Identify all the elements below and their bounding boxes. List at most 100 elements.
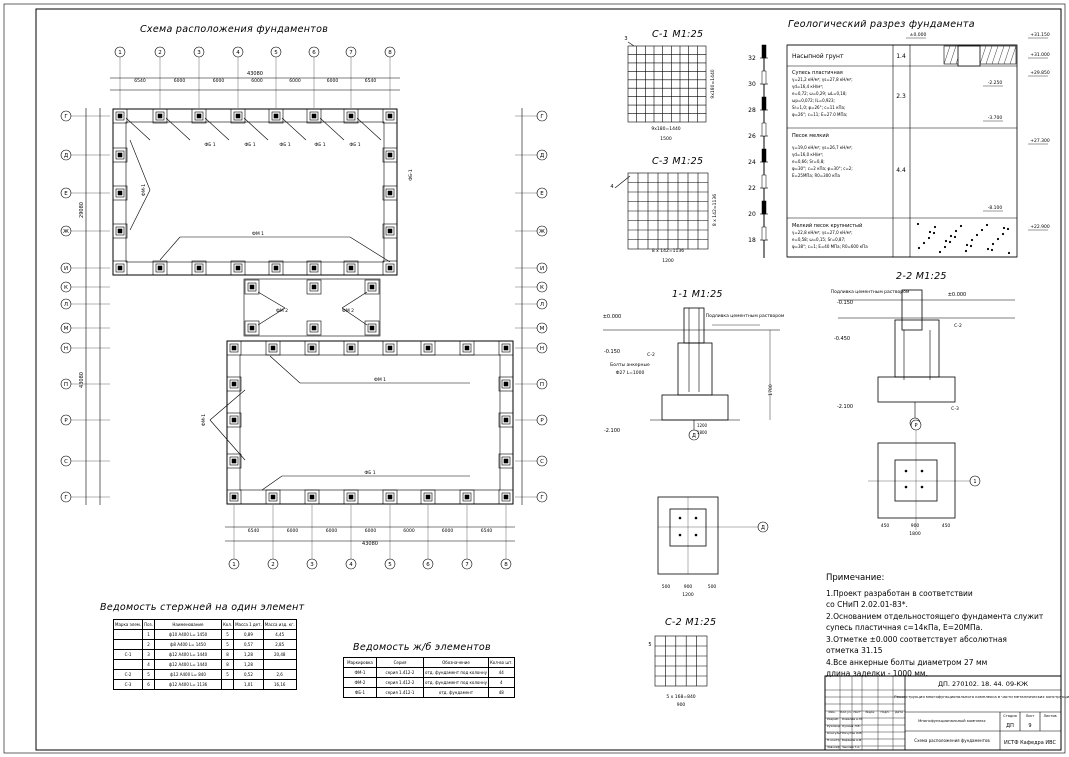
right-axis-bubble-label: Н bbox=[540, 346, 544, 352]
footing-fm1-under bbox=[268, 343, 278, 353]
rebar-cell: 5 bbox=[220, 639, 235, 650]
geo-sand-dot bbox=[916, 222, 920, 226]
footing-fm1-col bbox=[117, 113, 123, 119]
footing-fm1-col bbox=[425, 494, 431, 500]
left-axis-bubble-label: С bbox=[64, 459, 68, 465]
footing-fm2-col bbox=[311, 284, 317, 290]
mesh-c1-title: С-1 М1:25 bbox=[652, 29, 704, 40]
rebar-cell: ф12 А400 L= 1440 bbox=[153, 649, 222, 660]
stamp-role: Зав.каф. bbox=[827, 745, 841, 749]
mesh-c3-dim-bottom: 8 x 142=1136 bbox=[652, 248, 684, 254]
right-axis-bubble-label: Ж bbox=[539, 229, 545, 235]
leader-fb1 bbox=[281, 117, 307, 141]
dim-bottom-span: 6000 bbox=[442, 528, 454, 534]
note-line: длина заделки - 1000 мм. bbox=[826, 669, 928, 678]
geo-sand-dot bbox=[954, 229, 958, 233]
rebar-cell: ф8 А400 L= 1450 bbox=[153, 639, 222, 650]
footing-fm1 bbox=[343, 489, 359, 505]
rebar-table: Марка элем. Поз. Наименование Кол. Масса… bbox=[112, 619, 297, 690]
footing-fm1 bbox=[498, 489, 514, 505]
mesh-c2-dim-total: 900 bbox=[677, 702, 686, 708]
top-axis-bubble-label: 4 bbox=[236, 50, 240, 56]
section-2-2-title: 2-2 М1:25 bbox=[896, 271, 947, 282]
sec11-axis-bubble bbox=[688, 429, 700, 441]
stamp-frame bbox=[824, 675, 1062, 751]
geo-layer-name: Супесь пластичная bbox=[792, 70, 843, 76]
leader-fm2 bbox=[257, 307, 286, 326]
footing-fm1-under bbox=[385, 188, 395, 198]
rebar-cell: 6 bbox=[142, 679, 155, 690]
geo-sand-dot bbox=[928, 230, 932, 234]
rc-cell: отд. фундамент bbox=[423, 687, 489, 698]
footing-fm1-under bbox=[155, 111, 165, 121]
rebar-cell: С-1 bbox=[112, 649, 144, 660]
dim-bottom-total: 43080 bbox=[362, 541, 378, 547]
lower-building-outline bbox=[226, 340, 514, 505]
sec22-pedestal bbox=[894, 319, 940, 378]
footing-fm1 bbox=[226, 412, 242, 428]
note-line: 3.Отметке ±0.000 соответствует абсолютна… bbox=[826, 634, 1007, 644]
note-line: отметка 31.15 bbox=[826, 646, 883, 655]
stamp-sheet: 9 bbox=[1028, 723, 1031, 729]
footing-fm2-under bbox=[367, 323, 377, 333]
footing-fm1-under bbox=[229, 343, 239, 353]
rebar-col-name: Наименование bbox=[153, 619, 222, 630]
geo-sand-dot bbox=[970, 238, 974, 242]
rebar-cell bbox=[220, 679, 235, 690]
leader-fm1-left bbox=[209, 419, 246, 461]
footing-fm1 bbox=[382, 185, 398, 201]
footing-fm1-under bbox=[385, 263, 395, 273]
leader-fb1 bbox=[243, 117, 269, 141]
footing-fm1 bbox=[112, 147, 128, 163]
geo-elev-mark: +31.150 bbox=[1030, 32, 1050, 38]
footing-fm1 bbox=[306, 108, 322, 124]
rc-cell: ФМ-1 bbox=[343, 667, 377, 678]
rebar-cell: ф12 А400 L= 1440 bbox=[153, 659, 222, 670]
footing-fm1-under bbox=[233, 263, 243, 273]
stamp-stage-col: Лист bbox=[1026, 714, 1035, 718]
bottom-axis-bubble-label: 7 bbox=[465, 562, 469, 568]
geo-scale-seg bbox=[761, 122, 767, 137]
footing-fm2-under bbox=[309, 282, 319, 292]
dim-top-span: 6000 bbox=[174, 78, 186, 84]
footing-fm1-col bbox=[157, 113, 163, 119]
mesh-c3-title: С-3 М1:25 bbox=[652, 156, 704, 167]
footing-fm1-under bbox=[501, 415, 511, 425]
geo-scale-label: 24 bbox=[748, 159, 756, 166]
leader-fm1-left bbox=[209, 389, 246, 421]
top-axis-bubble-label: 8 bbox=[388, 50, 392, 56]
pview-b-bolt bbox=[694, 516, 698, 520]
stamp-name: Ковалёв А.М. bbox=[842, 717, 863, 721]
rebar-cell: 4 bbox=[142, 659, 155, 670]
footing-fm2 bbox=[306, 279, 322, 295]
footing-fm1 bbox=[459, 489, 475, 505]
footing-fm2-col bbox=[369, 284, 375, 290]
bottom-axis-bubble-label: 1 bbox=[232, 562, 236, 568]
mesh-c1-dim-bottom: 9x180=1440 bbox=[651, 126, 680, 132]
footing-fm1-under bbox=[385, 150, 395, 160]
label-fb1: ФБ 1 bbox=[349, 142, 360, 148]
footing-fm1 bbox=[306, 260, 322, 276]
geo-sand-dot bbox=[985, 223, 989, 227]
rebar-cell bbox=[262, 659, 297, 670]
note-line: со СНиП 2.02.01-83*. bbox=[826, 600, 908, 609]
footing-fm2-under bbox=[247, 282, 257, 292]
rebar-cell bbox=[112, 659, 144, 670]
geo-scale-seg bbox=[761, 96, 767, 111]
leader-fm1-lower bbox=[269, 355, 301, 384]
stamp-col-header: Изм. bbox=[828, 710, 835, 714]
sec22-elev-zero: ±0.000 bbox=[948, 292, 967, 298]
left-axis-bubble-label: М bbox=[64, 326, 69, 332]
footing-fm1-under bbox=[501, 343, 511, 353]
dim-top-span: 6000 bbox=[213, 78, 225, 84]
geo-section-title: Геологический разрез фундамента bbox=[788, 19, 975, 30]
right-axis-bubble-label: К bbox=[540, 285, 544, 291]
rc-col-series: Серия bbox=[376, 657, 424, 668]
leader-side bbox=[129, 139, 151, 191]
stamp-stage: ДП bbox=[1006, 723, 1014, 729]
footing-fm1 bbox=[459, 340, 475, 356]
